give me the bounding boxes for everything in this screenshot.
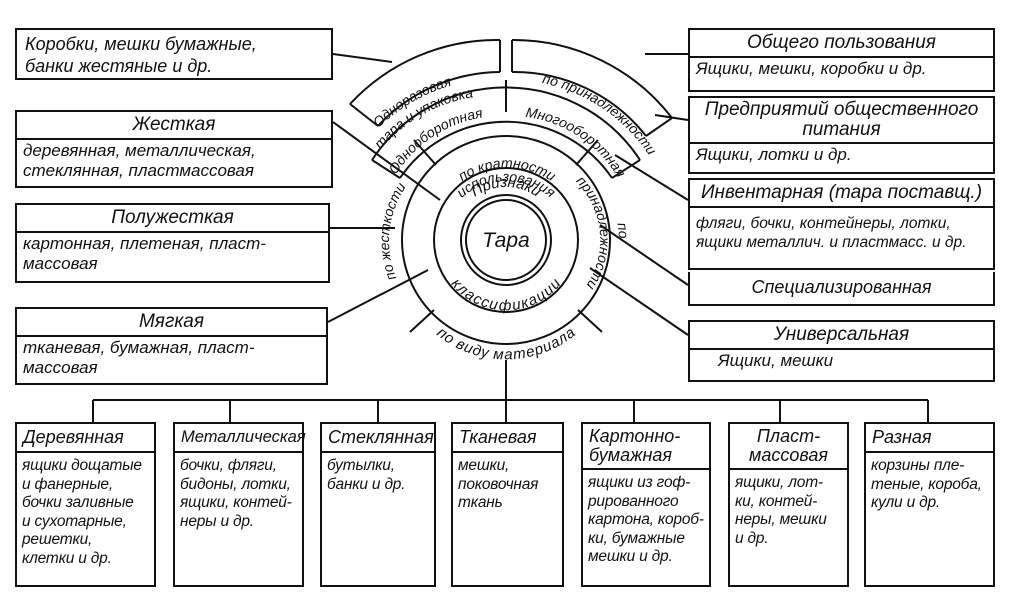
box-semi-rigid: Полужесткая картонная, плетеная, пласт- … (15, 203, 330, 283)
material-desc: корзины пле- теные, короба, кули и др. (871, 457, 982, 511)
material-title: Картонно- бумажная (583, 424, 709, 470)
material-box: Тканевая мешки, поковочная ткань (451, 422, 564, 587)
semi-rigid-title: Полужесткая (17, 205, 328, 233)
general-use-desc: Ящики, мешки, коробки и др. (696, 59, 927, 78)
center-title: Тара (482, 229, 529, 252)
material-box: Металлическая бочки, фляги, бидоны, лотк… (173, 422, 306, 587)
material-desc: бочки, фляги, бидоны, лотки, ящики, конт… (180, 457, 292, 530)
material-box: Пласт- массовая ящики, лот- ки, контей- … (728, 422, 849, 587)
disposable-examples-text: Коробки, мешки бумажные, банки жестяные … (25, 34, 257, 76)
connector-rigid (332, 121, 441, 201)
material-box: Разная корзины пле- теные, короба, кули … (864, 422, 995, 587)
criterion-ownership-2: принадлежности (573, 172, 613, 293)
connector-specialized (599, 224, 689, 286)
box-disposable-examples: Коробки, мешки бумажные, банки жестяные … (15, 28, 333, 80)
inventory-title: Инвентарная (тара поставщ.) (690, 180, 993, 208)
box-catering: Предприятий общественного питания Ящики,… (688, 96, 995, 174)
material-title: Пласт- массовая (730, 424, 847, 470)
universal-desc: Ящики, мешки (718, 351, 834, 370)
inventory-desc: фляги, бочки, контейнеры, лотки, ящики м… (696, 215, 967, 251)
specialized-title: Специализированная (751, 277, 932, 297)
svg-text:по жесткости: по жесткости (376, 179, 409, 283)
features-ring (433, 167, 579, 313)
box-universal: Универсальная Ящики, мешки (688, 320, 995, 382)
connector-inventory (614, 154, 689, 201)
center-circle-inner (465, 199, 547, 281)
soft-desc: тканевая, бумажная, пласт- массовая (23, 338, 255, 377)
material-box: Картонно- бумажная ящики из гоф- рирован… (581, 422, 711, 587)
material-box: Стеклянная бутылки, банки и др. (320, 422, 436, 587)
svg-text:по: по (614, 221, 632, 239)
criterion-rigidity: по жесткости (376, 179, 409, 283)
catering-title: Предприятий общественного питания (690, 98, 993, 144)
connector-disposable (332, 53, 393, 63)
general-use-title: Общего пользования (690, 30, 993, 58)
svg-text:принадлежности: принадлежности (573, 172, 613, 293)
material-title: Стеклянная (322, 424, 434, 453)
semi-rigid-desc: картонная, плетеная, пласт- массовая (23, 234, 266, 273)
universal-title: Универсальная (690, 322, 993, 350)
material-title: Деревянная (17, 424, 154, 453)
box-inventory: Инвентарная (тара поставщ.) фляги, бочки… (688, 178, 995, 270)
catering-desc: Ящики, лотки и др. (696, 145, 852, 164)
box-general-use: Общего пользования Ящики, мешки, коробки… (688, 28, 995, 92)
soft-title: Мягкая (17, 309, 326, 337)
rigid-desc: деревянная, металлическая, стеклянная, п… (23, 141, 256, 180)
material-desc: ящики, лот- ки, контей- неры, мешки и др… (735, 474, 827, 547)
material-title: Разная (866, 424, 993, 453)
material-title: Тканевая (453, 424, 562, 453)
criteria-ring (401, 135, 611, 345)
connector-soft (327, 269, 429, 323)
material-title: Металлическая (175, 424, 306, 453)
connector-universal (589, 267, 689, 336)
material-desc: мешки, поковочная ткань (458, 457, 539, 511)
rigid-title: Жесткая (17, 112, 331, 140)
material-desc: ящики из гоф- рированного картона, короб… (588, 474, 704, 565)
criterion-ownership-1: по (614, 221, 632, 239)
material-box: Деревянная ящики дощатые и фанерные, боч… (15, 422, 156, 587)
center-circle-outer (460, 194, 552, 286)
material-desc: бутылки, банки и др. (327, 457, 406, 493)
box-rigid: Жесткая деревянная, металлическая, стекл… (15, 110, 333, 188)
box-specialized: Специализированная (688, 272, 995, 306)
box-soft: Мягкая тканевая, бумажная, пласт- массов… (15, 307, 328, 385)
material-desc: ящики дощатые и фанерные, бочки заливные… (22, 457, 142, 567)
